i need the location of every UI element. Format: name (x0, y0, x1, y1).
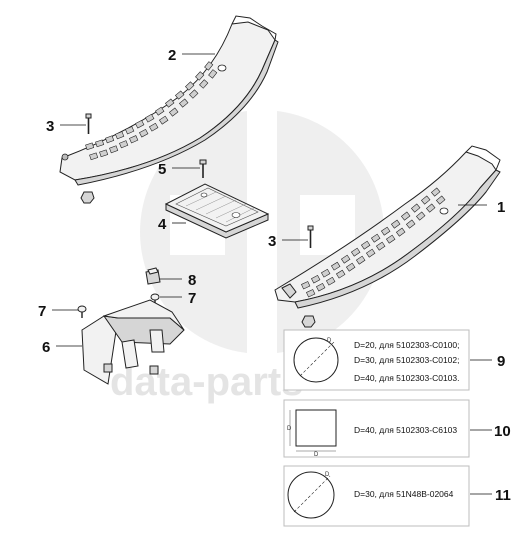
detail-panel-11: D D=30, для 51N48B-02064 (283, 465, 470, 527)
callout-11: 11 (495, 487, 511, 504)
callout-numbers: 1 2 3 3 4 5 6 7 7 8 9 10 11 (38, 47, 511, 504)
callout-1: 1 (497, 199, 505, 216)
callout-8: 8 (188, 272, 196, 289)
callout-6: 6 (42, 339, 50, 356)
screw-upper (85, 113, 92, 134)
callout-7-right: 7 (188, 290, 196, 307)
screw-5 (199, 159, 207, 178)
panel-9-line-3: D=40, для 5102303-C0103. (354, 373, 460, 383)
callout-5: 5 (158, 161, 166, 178)
detail-panel-10: D D D=40, для 5102303-C6103 (283, 399, 470, 458)
callout-7-left: 7 (38, 303, 46, 320)
leader-lines (52, 53, 492, 495)
panel-9-line-1: D=20, для 5102303-C0100; (354, 340, 460, 350)
nut-lower (301, 315, 316, 328)
panel-9-dim-label: D (327, 338, 332, 344)
detail-panel-9: D D=20, для 5102303-C0100; D=30, для 510… (283, 329, 470, 391)
callout-9: 9 (497, 353, 505, 370)
step-pad-upper (59, 15, 279, 186)
rubber-mat (164, 183, 270, 239)
panel-10-line-1: D=40, для 5102303-C6103 (354, 425, 457, 435)
panel-11-line-1: D=30, для 51N48B-02064 (354, 489, 454, 499)
watermark-logo-gap (247, 108, 277, 358)
callout-3-middle: 3 (268, 233, 276, 250)
clip-8 (145, 267, 161, 285)
callout-2: 2 (168, 47, 176, 64)
bracket-cover (81, 299, 185, 385)
panel-9-line-2: D=30, для 5102303-C0102; (354, 355, 460, 365)
callout-3-upper: 3 (46, 118, 54, 135)
panel-10-square (295, 409, 337, 447)
callout-10: 10 (494, 423, 511, 440)
screw-middle (307, 225, 314, 248)
nut-upper-left (80, 191, 95, 204)
panel-10-dim-label-a: D (287, 426, 292, 432)
step-pad-upper-grip (85, 61, 218, 161)
panel-10-dim-label-b: D (314, 452, 319, 458)
step-pad-lower-grip (301, 187, 446, 298)
panel-11-dim-label: D (325, 472, 330, 478)
fastener-7-left (77, 305, 87, 318)
callout-4: 4 (158, 216, 167, 233)
watermark: data-parts (110, 108, 384, 404)
step-pad-lower (274, 145, 501, 309)
watermark-text: data-parts (110, 360, 303, 404)
